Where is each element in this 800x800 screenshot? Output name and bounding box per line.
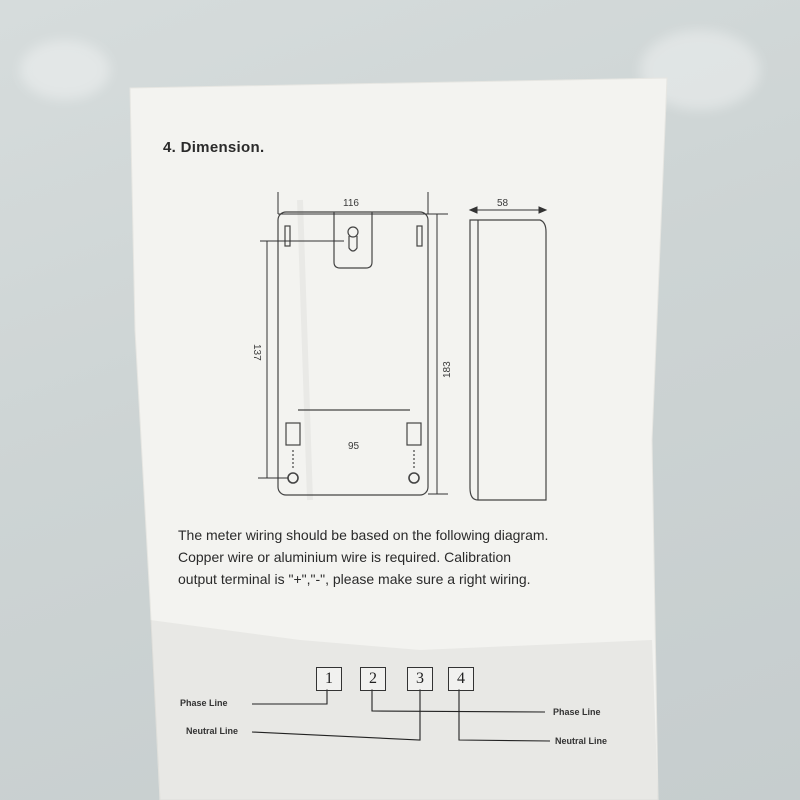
dimension-mount-height: 137 [251, 344, 262, 361]
instruction-line: output terminal is "+","-", please make … [178, 571, 531, 587]
keyhole-top [347, 226, 359, 238]
label-phase-line-out: Phase Line [553, 707, 601, 717]
side-dimension-line [468, 206, 548, 214]
wire-phase-in [252, 689, 328, 705]
paper-sheet [129, 77, 668, 800]
slot-right [416, 225, 423, 247]
keyhole-slot [348, 236, 358, 252]
wire-phase-out [371, 689, 546, 713]
dimension-front-width: 116 [343, 198, 359, 209]
wiring-instructions: The meter wiring should be based on the … [178, 524, 628, 590]
meter-side-outline [469, 219, 547, 501]
meter-front-outline [277, 211, 429, 496]
label-neutral-line-out: Neutral Line [555, 736, 608, 746]
slot-left [284, 225, 291, 247]
section-heading: 4. Dimension. [163, 139, 265, 156]
label-phase-line-in: Phase Line [180, 698, 228, 708]
bottom-slot-left [285, 422, 301, 446]
dimension-side-depth: 58 [497, 198, 509, 209]
terminal-1: 1 [316, 667, 342, 691]
terminal-3: 3 [407, 667, 433, 691]
front-view [277, 211, 429, 496]
wire-neutral-out [458, 689, 551, 742]
side-view [469, 219, 547, 501]
paper-crease [150, 620, 658, 800]
terminal-4: 4 [448, 667, 474, 691]
dimension-total-height: 183 [442, 361, 453, 378]
label-neutral-line-in: Neutral Line [186, 726, 239, 736]
paper-fold [297, 199, 313, 501]
dimension-hole-spacing: 95 [348, 441, 360, 452]
keyhole-bracket [333, 212, 373, 269]
front-dimension-lines [258, 192, 448, 495]
instruction-line: The meter wiring should be based on the … [178, 527, 549, 543]
mount-hole-right [408, 472, 420, 484]
instruction-line: Copper wire or aluminium wire is require… [178, 549, 512, 565]
terminal-2: 2 [360, 667, 386, 691]
wiring-lines [251, 689, 551, 742]
bottom-slot-right [406, 422, 422, 446]
wire-neutral-in [251, 689, 421, 741]
wall-blotch [20, 40, 110, 100]
